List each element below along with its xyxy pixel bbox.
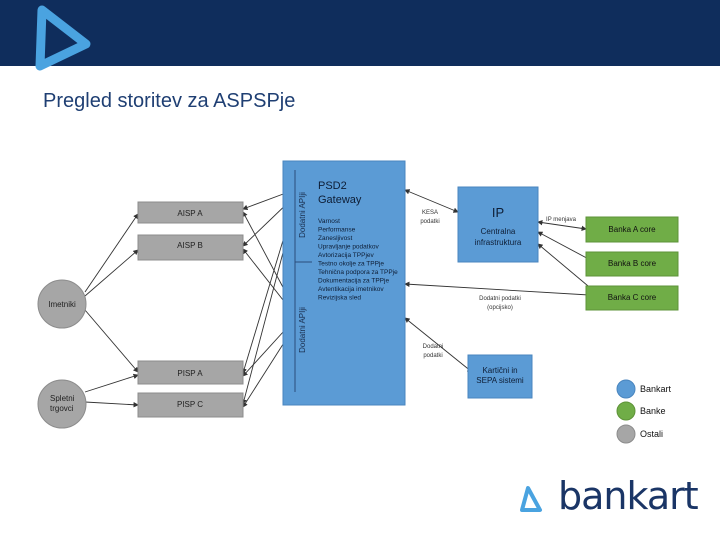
aisp-b-label: AISP B (177, 241, 203, 250)
imetniki-node (37, 279, 87, 329)
card-sepa-line1: Kartični in (482, 366, 517, 375)
ip-central-box (457, 186, 539, 263)
aisp-a-label: AISP A (177, 209, 203, 218)
pisp-c-label: PISP C (177, 400, 203, 409)
legend-banke-swatch (616, 401, 636, 421)
gateway-feature-item: Tehnična podpora za TPPje (318, 269, 398, 276)
imetniki-label: Imetniki (48, 300, 76, 309)
legend-ostali-swatch (616, 424, 636, 444)
dodatni-podatki-line1: Dodatni (423, 344, 444, 350)
kesa-label-line2: podatki (420, 219, 439, 225)
gateway-title-line1: PSD2 (318, 180, 347, 192)
header-bar (0, 0, 720, 66)
psd2-gateway-box (282, 160, 406, 406)
bank-c-box (585, 285, 679, 311)
gateway-feature-item: Varnost (318, 218, 340, 225)
dodatni-podatki-line2: podatki (423, 353, 442, 359)
page-title: Pregled storitev za ASPSPje (43, 90, 296, 112)
brand-triangle-icon (520, 486, 542, 512)
ip-line1: Centralna (481, 227, 516, 236)
gateway-feature-item: Upravljanje podatkov (318, 244, 379, 251)
gateway-side-label-bottom: Dodatni APIji (298, 307, 307, 353)
spletni-trgovci-label-line2: trgovci (50, 404, 74, 413)
kesa-label-line1: KESA (422, 210, 438, 216)
bank-b-label: Banka B core (608, 259, 657, 268)
card-sepa-box (467, 354, 533, 399)
ip-line2: infrastruktura (475, 238, 522, 247)
bank-a-box (585, 216, 679, 243)
brand-wordmark: bankart (558, 474, 699, 518)
ip-title: IP (492, 205, 504, 220)
bankart-logo-icon (35, 5, 91, 71)
gateway-title-line2: Gateway (318, 194, 362, 206)
legend-bankart-label: Bankart (640, 384, 672, 394)
pisp-c-box (137, 392, 244, 418)
legend-banke-label: Banke (640, 406, 666, 416)
gateway-feature-item: Revizijska sled (318, 295, 361, 302)
card-sepa-line2: SEPA sistemi (476, 376, 524, 385)
pisp-a-box (137, 360, 244, 385)
aisp-b-box (137, 234, 244, 261)
dodatni-opcijsko-line2: (opcijsko) (487, 305, 513, 311)
bankart-brand-mark (520, 486, 542, 512)
gateway-feature-item: Dokumentacija za TPPje (318, 278, 389, 285)
bank-b-box (585, 251, 679, 277)
dodatni-opcijsko-line1: Dodatni podatki (479, 296, 521, 302)
spletni-trgovci-node (37, 379, 87, 429)
spletni-trgovci-label-line1: Spletni (50, 394, 75, 403)
gateway-feature-item: Avtentikacija imetnikov (318, 286, 384, 293)
bank-a-label: Banka A core (608, 225, 656, 234)
pisp-a-label: PISP A (177, 369, 203, 378)
bank-c-label: Banka C core (608, 293, 657, 302)
ip-menjava-label: IP menjava (546, 217, 577, 223)
gateway-feature-list: VarnostPerformanseZanesljivostUpravljanj… (318, 218, 398, 302)
gateway-feature-item: Zanesljivost (318, 235, 353, 242)
gateway-feature-item: Avtorizacija TPPjev (318, 252, 375, 259)
gateway-side-label-top: Dodatni APIji (298, 192, 307, 238)
legend-ostali-label: Ostali (640, 429, 663, 439)
gateway-feature-item: Testno okolje za TPPje (318, 261, 384, 268)
legend-bankart-swatch (616, 379, 636, 399)
gateway-feature-item: Performanse (318, 227, 356, 234)
aisp-a-box (137, 201, 244, 224)
